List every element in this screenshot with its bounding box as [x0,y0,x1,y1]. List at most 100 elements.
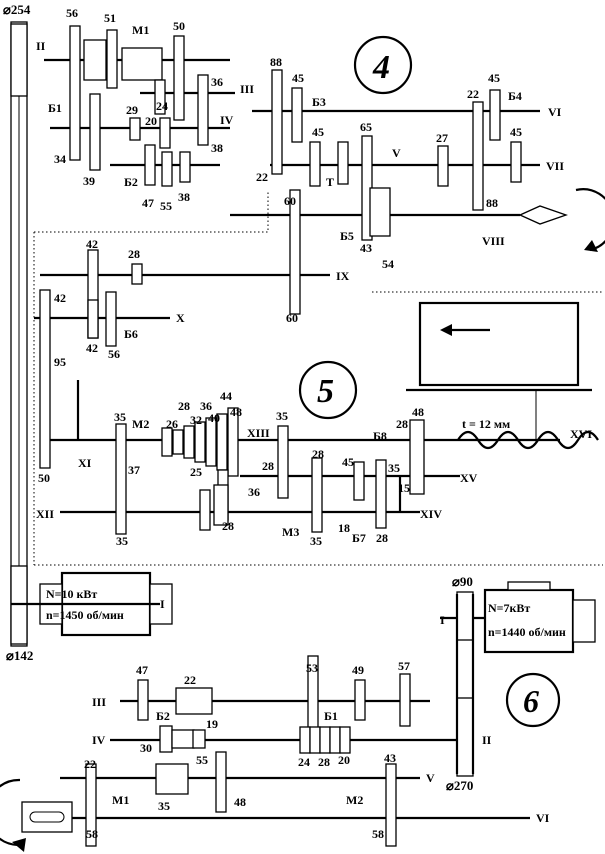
svg-text:28: 28 [396,417,408,431]
svg-text:49: 49 [352,663,364,677]
shaft-III: III [240,82,254,96]
svg-text:48: 48 [234,795,246,809]
svg-text:28: 28 [178,399,190,413]
shaft-VII: VII [546,159,564,173]
svg-text:43: 43 [384,751,396,765]
section-6-number: 6 [523,683,539,719]
svg-text:24: 24 [298,755,310,769]
svg-text:36: 36 [248,485,260,499]
svg-text:26: 26 [166,417,178,431]
svg-text:55: 55 [196,753,208,767]
svg-text:45: 45 [292,71,304,85]
shaft-XII: XII [36,507,54,521]
block-b-B2: Б2 [156,709,170,723]
svg-text:50: 50 [173,19,185,33]
svg-text:48: 48 [412,405,424,419]
svg-text:22: 22 [256,170,268,184]
shaft-VIII: VIII [482,234,505,248]
shaft-XI: XI [78,456,92,470]
svg-text:60: 60 [286,311,298,325]
svg-text:53: 53 [306,661,318,675]
shaft-b-III: III [92,695,106,709]
svg-text:54: 54 [382,257,394,271]
lead-screw-thread [457,430,599,450]
section-4-teeth: 56 51 50 36 24 34 39 29 20 47 55 38 38 8… [54,6,522,325]
svg-text:28: 28 [262,459,274,473]
shaft-X: X [176,311,185,325]
thread-pitch: t = 12 мм [462,417,510,431]
svg-text:22: 22 [467,87,479,101]
svg-text:19: 19 [206,717,218,731]
shaft-b-IV: IV [92,733,106,747]
svg-text:88: 88 [270,55,282,69]
section-4-gears [69,25,522,315]
svg-text:45: 45 [342,455,354,469]
svg-text:57: 57 [398,659,410,673]
svg-text:29: 29 [126,103,138,117]
svg-text:38: 38 [178,190,190,204]
shaft-XIII: XIII [247,426,270,440]
svg-text:47: 47 [142,196,154,210]
svg-text:20: 20 [145,114,157,128]
section-5-gears [39,249,425,535]
block-B7: Б7 [352,531,366,545]
section-5-badge [298,360,358,420]
clutch-b-M1: M1 [112,793,129,807]
shaft-VI: VI [548,105,562,119]
svg-text:36: 36 [200,399,212,413]
svg-text:88: 88 [486,196,498,210]
section-4-badge [353,35,413,95]
svg-text:39: 39 [83,174,95,188]
svg-text:22: 22 [184,673,196,687]
svg-text:28: 28 [128,247,140,261]
svg-text:42: 42 [86,341,98,355]
section-4-number: 4 [372,49,390,86]
svg-text:20: 20 [338,753,350,767]
shaft-IV: IV [220,113,234,127]
section-6-gears [85,655,411,847]
section-6-badge [505,672,561,728]
svg-text:43: 43 [360,241,372,255]
workpiece-tool-icon [0,778,73,852]
svg-text:60: 60 [284,194,296,208]
block-B5: Б5 [340,229,354,243]
svg-text:35: 35 [310,534,322,548]
motor-2-power: N=7кВт [488,601,530,615]
coupling-T: T [326,175,334,189]
shaft-II: II [36,39,46,53]
motor-1 [11,571,173,637]
svg-text:35: 35 [276,409,288,423]
motor-2-shaft: I [440,613,445,627]
pulley-dia-bottom: ⌀142 [6,648,33,663]
svg-text:42: 42 [86,237,98,251]
section-5-number: 5 [317,373,334,410]
shaft-IX: IX [336,269,350,283]
svg-text:35: 35 [114,410,126,424]
svg-text:22: 22 [84,757,96,771]
svg-text:47: 47 [136,663,148,677]
svg-text:51: 51 [104,11,116,25]
shaft-b-VI: VI [536,811,550,825]
pulley-dia-small: ⌀90 [452,574,473,589]
svg-text:58: 58 [86,827,98,841]
block-B4: Б4 [508,89,522,103]
svg-text:32: 32 [190,413,202,427]
svg-text:28: 28 [222,519,234,533]
machine-table [406,301,592,444]
svg-text:18: 18 [338,521,350,535]
svg-text:28: 28 [376,531,388,545]
svg-text:24: 24 [156,99,168,113]
svg-text:44: 44 [220,389,232,403]
motor-2-speed: n=1440 об/мин [488,625,566,639]
svg-text:95: 95 [54,355,66,369]
block-B1: Б1 [48,101,62,115]
motor-1-speed: n=1450 об/мин [46,608,124,622]
shaft-b-V: V [426,771,435,785]
clutch-M1: M1 [132,23,149,37]
motor-1-power: N=10 кВт [46,587,97,601]
shaft-XIV: XIV [420,507,442,521]
svg-text:25: 25 [190,465,202,479]
clutch-b-M2: M2 [346,793,363,807]
svg-text:42: 42 [54,291,66,305]
shaft-XVI: XVI [570,427,592,441]
